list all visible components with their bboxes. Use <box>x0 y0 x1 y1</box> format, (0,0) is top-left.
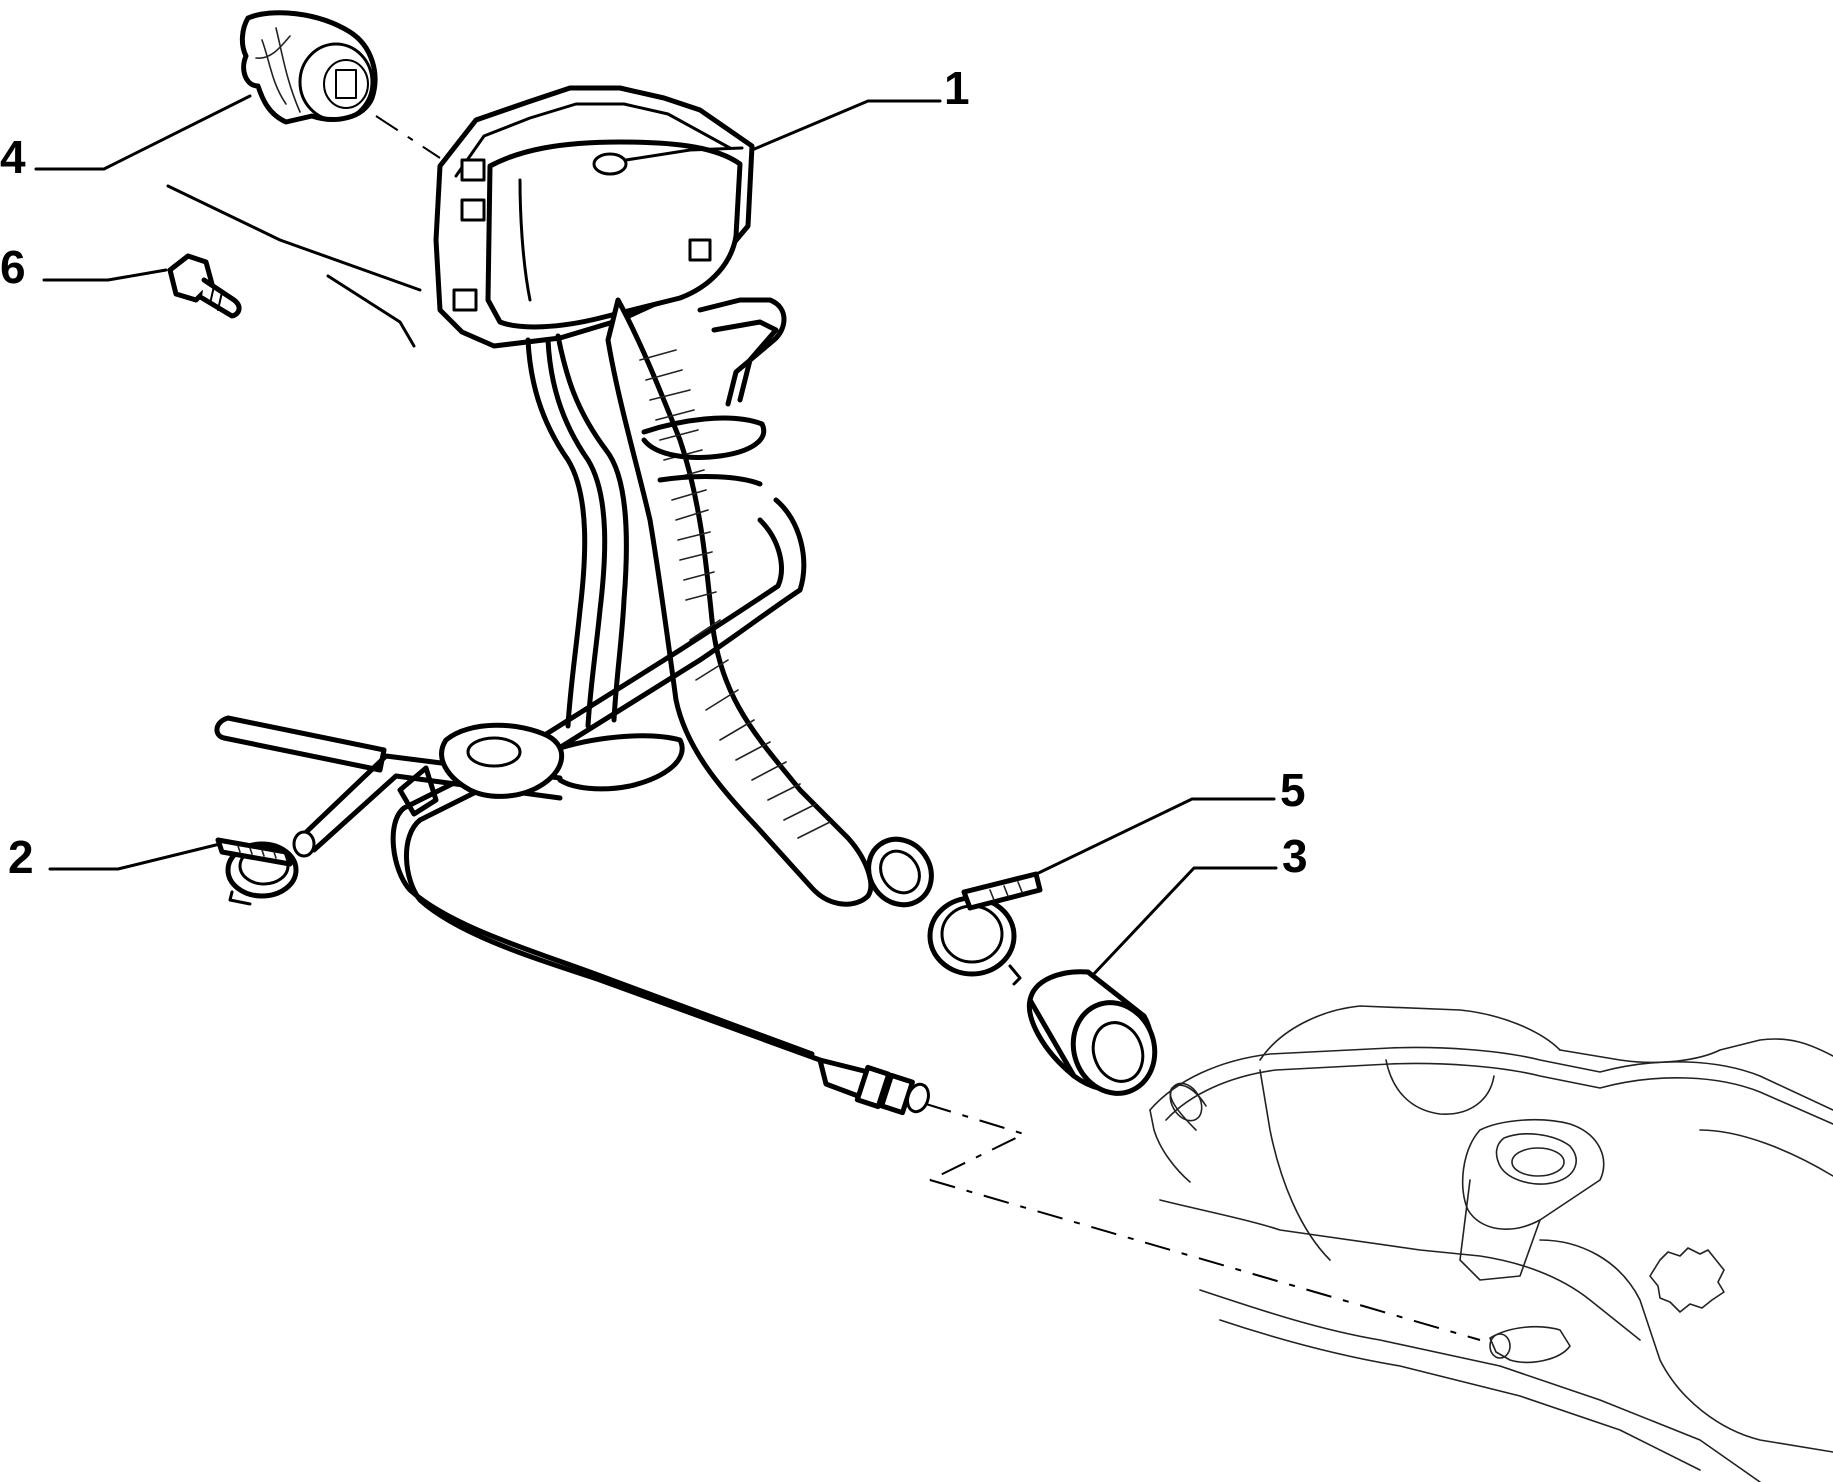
assembly-axis-line <box>929 1179 1481 1341</box>
callout-3: 3 <box>1088 830 1308 980</box>
leader-line-3 <box>1088 866 1278 980</box>
leader-line-5 <box>1022 797 1276 882</box>
callout-6: 6 <box>0 241 168 293</box>
callout-label-1: 1 <box>944 62 970 114</box>
callout-2: 2 <box>8 831 230 883</box>
callout-label-2: 2 <box>8 831 34 883</box>
callout-1: 1 <box>750 62 970 152</box>
callout-5: 5 <box>1022 764 1306 882</box>
filler-cap-part <box>239 10 441 159</box>
hose-clamp-large-part <box>927 871 1043 986</box>
leader-line-6 <box>42 268 168 282</box>
callout-label-3: 3 <box>1282 830 1308 882</box>
filler-neck-assembly <box>166 85 1027 1181</box>
rubber-sleeve-part <box>1026 969 1158 1096</box>
callout-label-6: 6 <box>0 241 26 293</box>
callout-4: 4 <box>0 94 252 183</box>
callout-label-4: 4 <box>0 131 26 183</box>
fixing-bolt-part <box>167 253 242 319</box>
callout-label-5: 5 <box>1280 764 1306 816</box>
leader-line-1 <box>750 99 942 152</box>
leader-line-4 <box>34 94 252 171</box>
fuel-tank-outline <box>1149 1005 1833 1482</box>
hose-clamp-small-part <box>215 837 299 906</box>
leader-line-2 <box>48 840 230 871</box>
